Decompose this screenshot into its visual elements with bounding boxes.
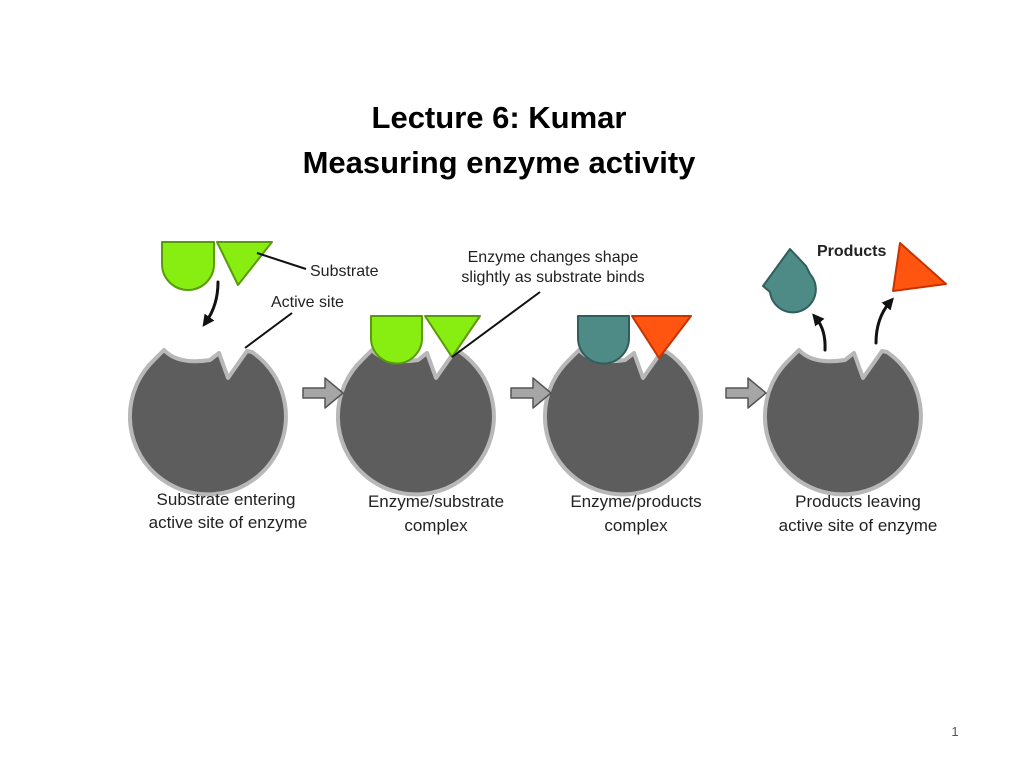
stage-2-caption-line-2: complex xyxy=(404,516,468,535)
stage-arrow-3 xyxy=(725,377,767,409)
stage-2-caption-line-1: Enzyme/substrate xyxy=(368,492,504,511)
stage-4-caption-line-1: Products leaving xyxy=(795,492,921,511)
stage-1-caption-line-1: Substrate entering xyxy=(157,490,296,509)
bound-substrate-triangle xyxy=(424,315,481,358)
substrate-half-circle xyxy=(161,241,215,291)
shape-change-label-line-1: Enzyme changes shape xyxy=(468,249,639,266)
product-orange-triangle xyxy=(892,242,947,292)
bound-product-half-circle xyxy=(577,315,630,365)
stage-4-caption-line-2: active site of enzyme xyxy=(779,516,938,535)
bound-substrate-half-circle xyxy=(370,315,423,365)
enzyme-stage-2 xyxy=(335,348,496,497)
curved-arrow-substrate-entering xyxy=(202,280,220,327)
stage-arrow-2 xyxy=(510,377,552,409)
slide-number: 1 xyxy=(951,724,959,739)
stage-3-caption-line-2: complex xyxy=(604,516,668,535)
title-line-1: Lecture 6: Kumar xyxy=(371,100,627,135)
curved-arrow-product-right xyxy=(874,297,894,345)
title-line-2: Measuring enzyme activity xyxy=(302,145,696,180)
shape-change-leader-line xyxy=(451,291,541,358)
substrate-leader-line xyxy=(256,252,307,270)
stage-3-caption-line-1: Enzyme/products xyxy=(570,492,701,511)
products-label: Products xyxy=(817,243,886,260)
stage-1-caption-line-2: active site of enzyme xyxy=(149,513,308,532)
curved-arrow-product-left xyxy=(812,313,827,352)
stage-arrow-1 xyxy=(302,377,344,409)
substrate-triangle xyxy=(216,241,273,286)
enzyme-stage-4 xyxy=(762,348,923,497)
substrate-label: Substrate xyxy=(310,263,379,280)
product-teal-drop xyxy=(762,248,817,314)
slide-title: Lecture 6: Kumar Measuring enzyme activi… xyxy=(0,95,998,185)
active-site-label: Active site xyxy=(271,294,344,311)
bound-product-triangle xyxy=(631,315,692,359)
active-site-leader-line xyxy=(244,312,293,349)
enzyme-stage-3 xyxy=(542,348,703,497)
enzyme-stage-1 xyxy=(127,348,288,497)
shape-change-label-line-2: slightly as substrate binds xyxy=(461,269,644,286)
